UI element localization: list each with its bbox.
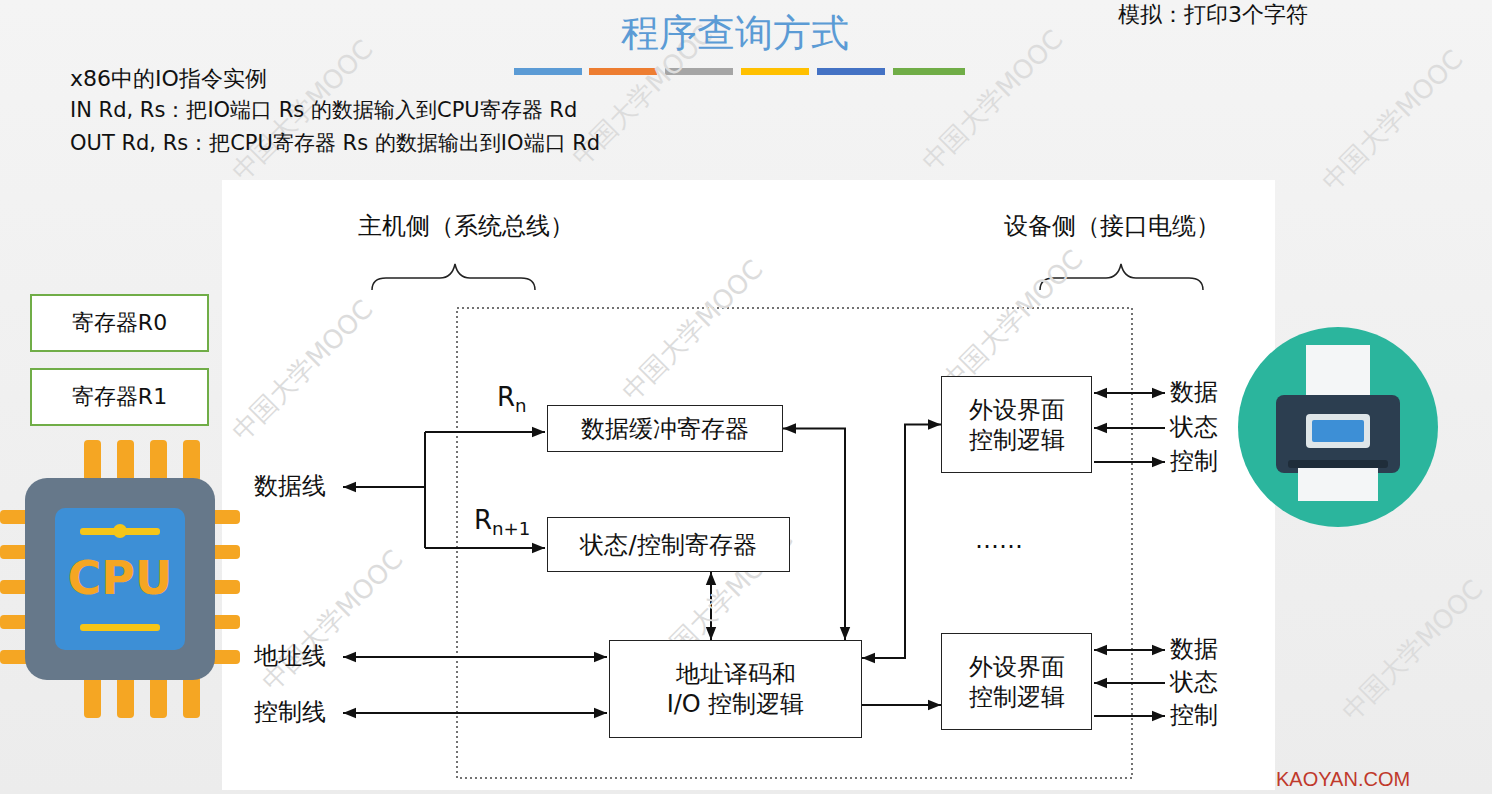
instruction-text: OUT Rd, Rs：把CPU寄存器 Rs 的数据输出到IO端口 Rd	[70, 131, 600, 156]
register-box: 寄存器R1	[30, 368, 209, 426]
cpu-chip: CPU	[25, 478, 215, 680]
diagram-panel	[222, 180, 1275, 790]
box-label: 数据缓冲寄存器	[581, 414, 749, 444]
watermark: 中国大学MOOC	[1336, 574, 1489, 727]
side-label: 设备侧（接口电缆）	[1004, 212, 1220, 241]
signal-label: 状态	[1170, 413, 1218, 442]
box-label: 状态/控制寄存器	[580, 530, 756, 560]
signal-label: 控制	[1170, 701, 1218, 730]
interface-boundary	[457, 308, 1132, 778]
chip-label: CPU	[68, 550, 173, 608]
instruction-heading: x86中的IO指令实例	[70, 66, 267, 92]
signal-label: 控制	[1170, 447, 1218, 476]
bus-label: 控制线	[254, 698, 326, 727]
cpu-pins	[0, 440, 240, 718]
site-mark: KAOYAN.COM	[1276, 767, 1410, 791]
watermark: 中国大学MOOC	[1316, 44, 1469, 197]
instruction-text: IN Rd, Rs：把IO端口 Rs 的数据输入到CPU寄存器 Rd	[70, 98, 577, 123]
connector	[783, 429, 845, 641]
signal-label: 数据	[1170, 378, 1218, 407]
register-box: 状态/控制寄存器	[547, 517, 790, 572]
printer-icon	[1238, 327, 1438, 527]
bus-label: 数据线	[254, 472, 326, 501]
bus-label: 地址线	[254, 642, 326, 671]
port-label: Rn	[497, 382, 527, 417]
ellipsis: ……	[975, 526, 1023, 555]
box-label: 外设界面 控制逻辑	[962, 395, 1072, 455]
logic-box: 外设界面 控制逻辑	[941, 633, 1092, 730]
logic-box: 外设界面 控制逻辑	[941, 376, 1092, 473]
logic-box: 地址译码和 I/O 控制逻辑	[609, 640, 862, 738]
side-label: 主机侧（系统总线）	[358, 212, 574, 241]
port-label: Rn+1	[474, 505, 530, 540]
box-label: 寄存器R1	[72, 383, 167, 411]
signal-label: 状态	[1170, 668, 1218, 697]
box-label: 外设界面 控制逻辑	[962, 652, 1072, 712]
connector	[862, 704, 941, 706]
register-box: 寄存器R0	[30, 294, 209, 352]
connector	[862, 425, 941, 659]
box-label: 寄存器R0	[72, 309, 167, 337]
title-underline	[514, 68, 965, 75]
box-label: 地址译码和 I/O 控制逻辑	[656, 659, 816, 719]
watermark: 中国大学MOOC	[916, 24, 1069, 177]
register-box: 数据缓冲寄存器	[547, 405, 783, 452]
note: 模拟：打印3个字符	[1118, 2, 1308, 28]
slide-title: 程序查询方式	[621, 8, 849, 59]
signal-label: 数据	[1170, 635, 1218, 664]
